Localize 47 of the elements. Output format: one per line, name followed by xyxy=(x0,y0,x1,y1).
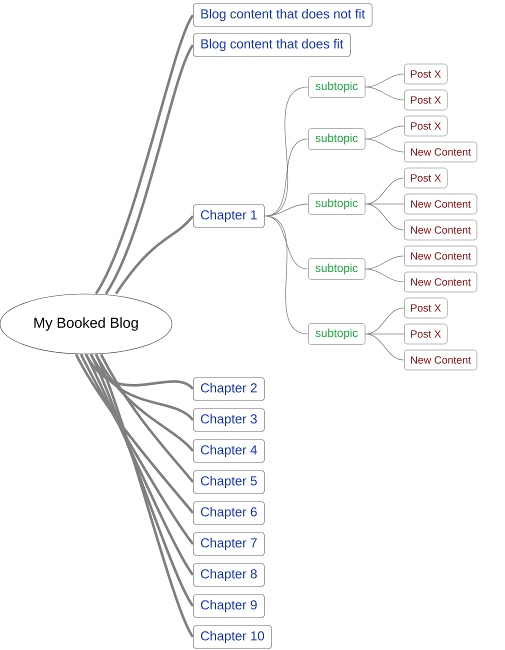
topic-box: Chapter 3 xyxy=(193,408,265,432)
topic-box: Chapter 1 xyxy=(193,204,265,228)
post-box: New Content xyxy=(404,350,478,370)
topic-box: Chapter 7 xyxy=(193,532,265,556)
topic-box: Chapter 9 xyxy=(193,594,265,618)
connector-line xyxy=(100,354,194,483)
topic-box: Chapter 2 xyxy=(193,377,265,401)
connector-line xyxy=(364,334,404,360)
connector-line xyxy=(364,126,404,140)
connector-line xyxy=(364,256,404,270)
connector-line xyxy=(364,204,404,230)
subtopic-box: subtopic xyxy=(308,323,366,345)
post-box: New Content xyxy=(404,194,478,214)
connector-line xyxy=(264,204,308,216)
post-box: New Content xyxy=(404,272,478,292)
topic-box: Blog content that does fit xyxy=(193,33,351,57)
post-box: Post X xyxy=(404,168,448,188)
connector-line xyxy=(104,44,194,294)
connector-line xyxy=(364,138,404,152)
post-box: Post X xyxy=(404,324,448,344)
topic-box: Chapter 4 xyxy=(193,439,265,463)
connector-line xyxy=(114,215,194,294)
connector-line xyxy=(364,268,404,282)
post-box: New Content xyxy=(404,246,478,266)
post-box: Post X xyxy=(404,116,448,136)
post-box: New Content xyxy=(404,142,478,162)
post-box: Post X xyxy=(404,90,448,110)
topic-box: Chapter 10 xyxy=(193,625,272,649)
subtopic-box: subtopic xyxy=(308,258,366,280)
topic-box: Blog content that does not fit xyxy=(193,3,372,27)
connector-line xyxy=(80,354,194,545)
connector-line xyxy=(264,216,308,334)
connector-line xyxy=(84,354,194,576)
connector-line xyxy=(364,86,404,100)
topic-box: Chapter 6 xyxy=(193,501,265,525)
connector-line xyxy=(74,354,194,514)
subtopic-box: subtopic xyxy=(308,193,366,215)
post-box: Post X xyxy=(404,298,448,318)
topic-box: Chapter 5 xyxy=(193,470,265,494)
connector-line xyxy=(94,14,194,294)
topic-box: Chapter 8 xyxy=(193,563,265,587)
post-box: New Content xyxy=(404,220,478,240)
connector-line xyxy=(264,216,308,270)
subtopic-box: subtopic xyxy=(308,76,366,98)
post-box: Post X xyxy=(404,64,448,84)
subtopic-box: subtopic xyxy=(308,128,366,150)
connector-line xyxy=(364,74,404,88)
